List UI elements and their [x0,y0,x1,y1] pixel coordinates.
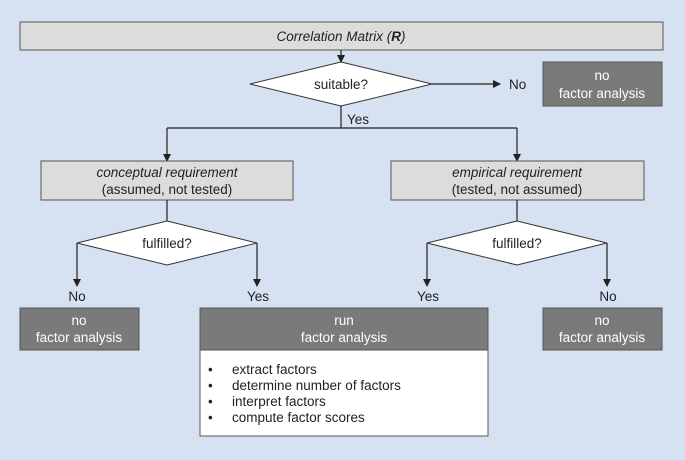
svg-text:no: no [594,68,609,83]
svg-text:fulfilled?: fulfilled? [492,236,542,251]
svg-text:•: • [208,362,213,377]
svg-text:factor analysis: factor analysis [301,330,388,345]
svg-text:run: run [334,313,354,328]
conceptual-fulfilled-decision: fulfilled? [76,220,258,266]
correlation-matrix-box: Correlation Matrix (R) [19,21,664,51]
correlation-matrix-label: Correlation Matrix (R) [276,29,405,44]
svg-text:interpret factors: interpret factors [232,394,326,409]
empirical-fulfilled-decision: fulfilled? [426,220,608,266]
conceptual-yes-label: Yes [247,289,269,304]
run-factor-analysis-box: run factor analysis [199,307,489,351]
svg-text:factor analysis: factor analysis [559,330,646,345]
svg-text:fulfilled?: fulfilled? [142,236,192,251]
svg-text:empirical requirement: empirical requirement [452,165,583,180]
empirical-requirement-box: empirical requirement (tested, not assum… [390,160,645,201]
empirical-yes-label: Yes [417,289,439,304]
svg-text:factor analysis: factor analysis [559,86,646,101]
svg-text:•: • [208,394,213,409]
svg-text:conceptual requirement: conceptual requirement [96,165,238,180]
no-factor-analysis-left: no factor analysis [19,307,140,351]
svg-text:determine number of factors: determine number of factors [232,378,401,393]
conceptual-no-label: No [68,289,85,304]
step-item-extract: • extract factors [208,362,317,377]
suitable-question: suitable? [314,77,368,92]
no-factor-analysis-top: no factor analysis [542,61,663,107]
empirical-no-label: No [599,289,616,304]
step-item-compute: • compute factor scores [208,410,365,425]
no-factor-analysis-right: no factor analysis [542,307,663,351]
svg-text:factor analysis: factor analysis [36,330,123,345]
svg-text:(assumed, not tested): (assumed, not tested) [102,182,233,197]
suitable-no-label: No [509,77,526,92]
step-item-interpret: • interpret factors [208,394,326,409]
svg-text:compute factor scores: compute factor scores [232,410,365,425]
suitable-yes-label: Yes [347,112,369,127]
suitable-decision: suitable? [249,61,433,107]
factor-analysis-steps: • extract factors • determine number of … [199,349,489,437]
svg-text:•: • [208,410,213,425]
svg-text:no: no [594,313,609,328]
svg-text:•: • [208,378,213,393]
svg-text:(tested, not assumed): (tested, not assumed) [452,182,583,197]
svg-text:extract factors: extract factors [232,362,317,377]
step-item-determine: • determine number of factors [208,378,401,393]
svg-text:no: no [71,313,86,328]
conceptual-requirement-box: conceptual requirement (assumed, not tes… [40,160,294,201]
